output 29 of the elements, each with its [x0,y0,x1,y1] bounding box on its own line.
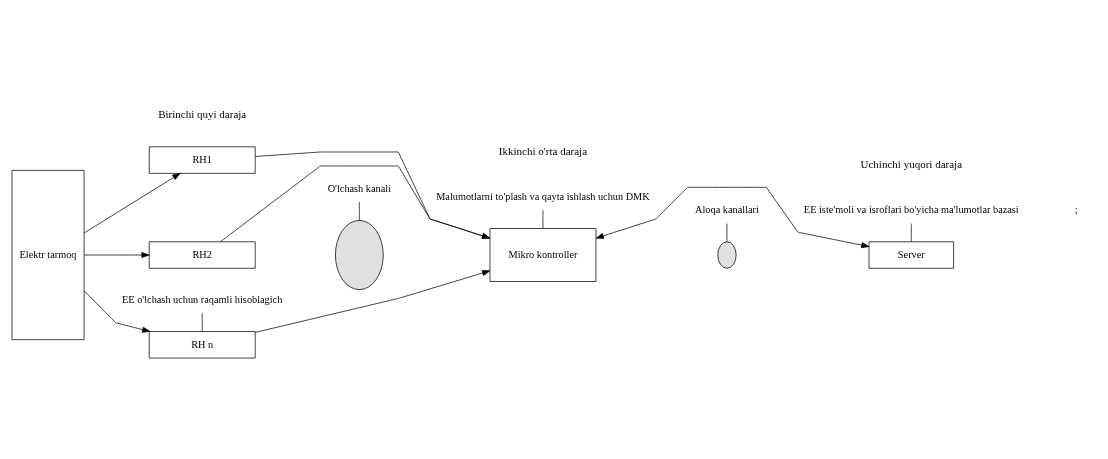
node-text: EE o'lchash uchun raqamli hisoblagich [122,293,283,305]
node-text: Malumotlarni to'plash va qayta ishlash uchun DMK [436,190,650,202]
connector [201,312,203,332]
node-box: RH1 [148,145,256,174]
node-box: Server [868,240,954,269]
label: Ikkinchi o'rta daraja [498,144,588,157]
node-box: Elektr tarmoq [11,169,85,340]
arrow [83,172,181,233]
arrow [595,186,870,248]
connector [542,209,544,229]
node-ellipse [335,219,384,290]
node-ellipse [717,240,737,269]
arrow [220,165,491,242]
arrow [255,151,491,239]
label: Uchinchi yuqori daraja [860,157,963,170]
arrow [83,290,151,333]
arrow [83,251,150,258]
connector [910,222,912,242]
node-box: RH n [148,330,256,358]
node-box: Mikro kontroller [489,227,597,282]
label: Birinchi quyi daraja [158,107,247,120]
connector [358,201,360,221]
label: ; [1074,202,1078,215]
node-box: RH2 [148,240,256,269]
node-text: O'lchash kanali [327,182,392,194]
node-text: EE iste'moli va isroflari bo'yicha ma'lumotlar bazasi [803,203,1019,215]
node-text: Aloqa kanallari [695,203,759,215]
connector [726,222,728,242]
arrow [254,269,491,333]
